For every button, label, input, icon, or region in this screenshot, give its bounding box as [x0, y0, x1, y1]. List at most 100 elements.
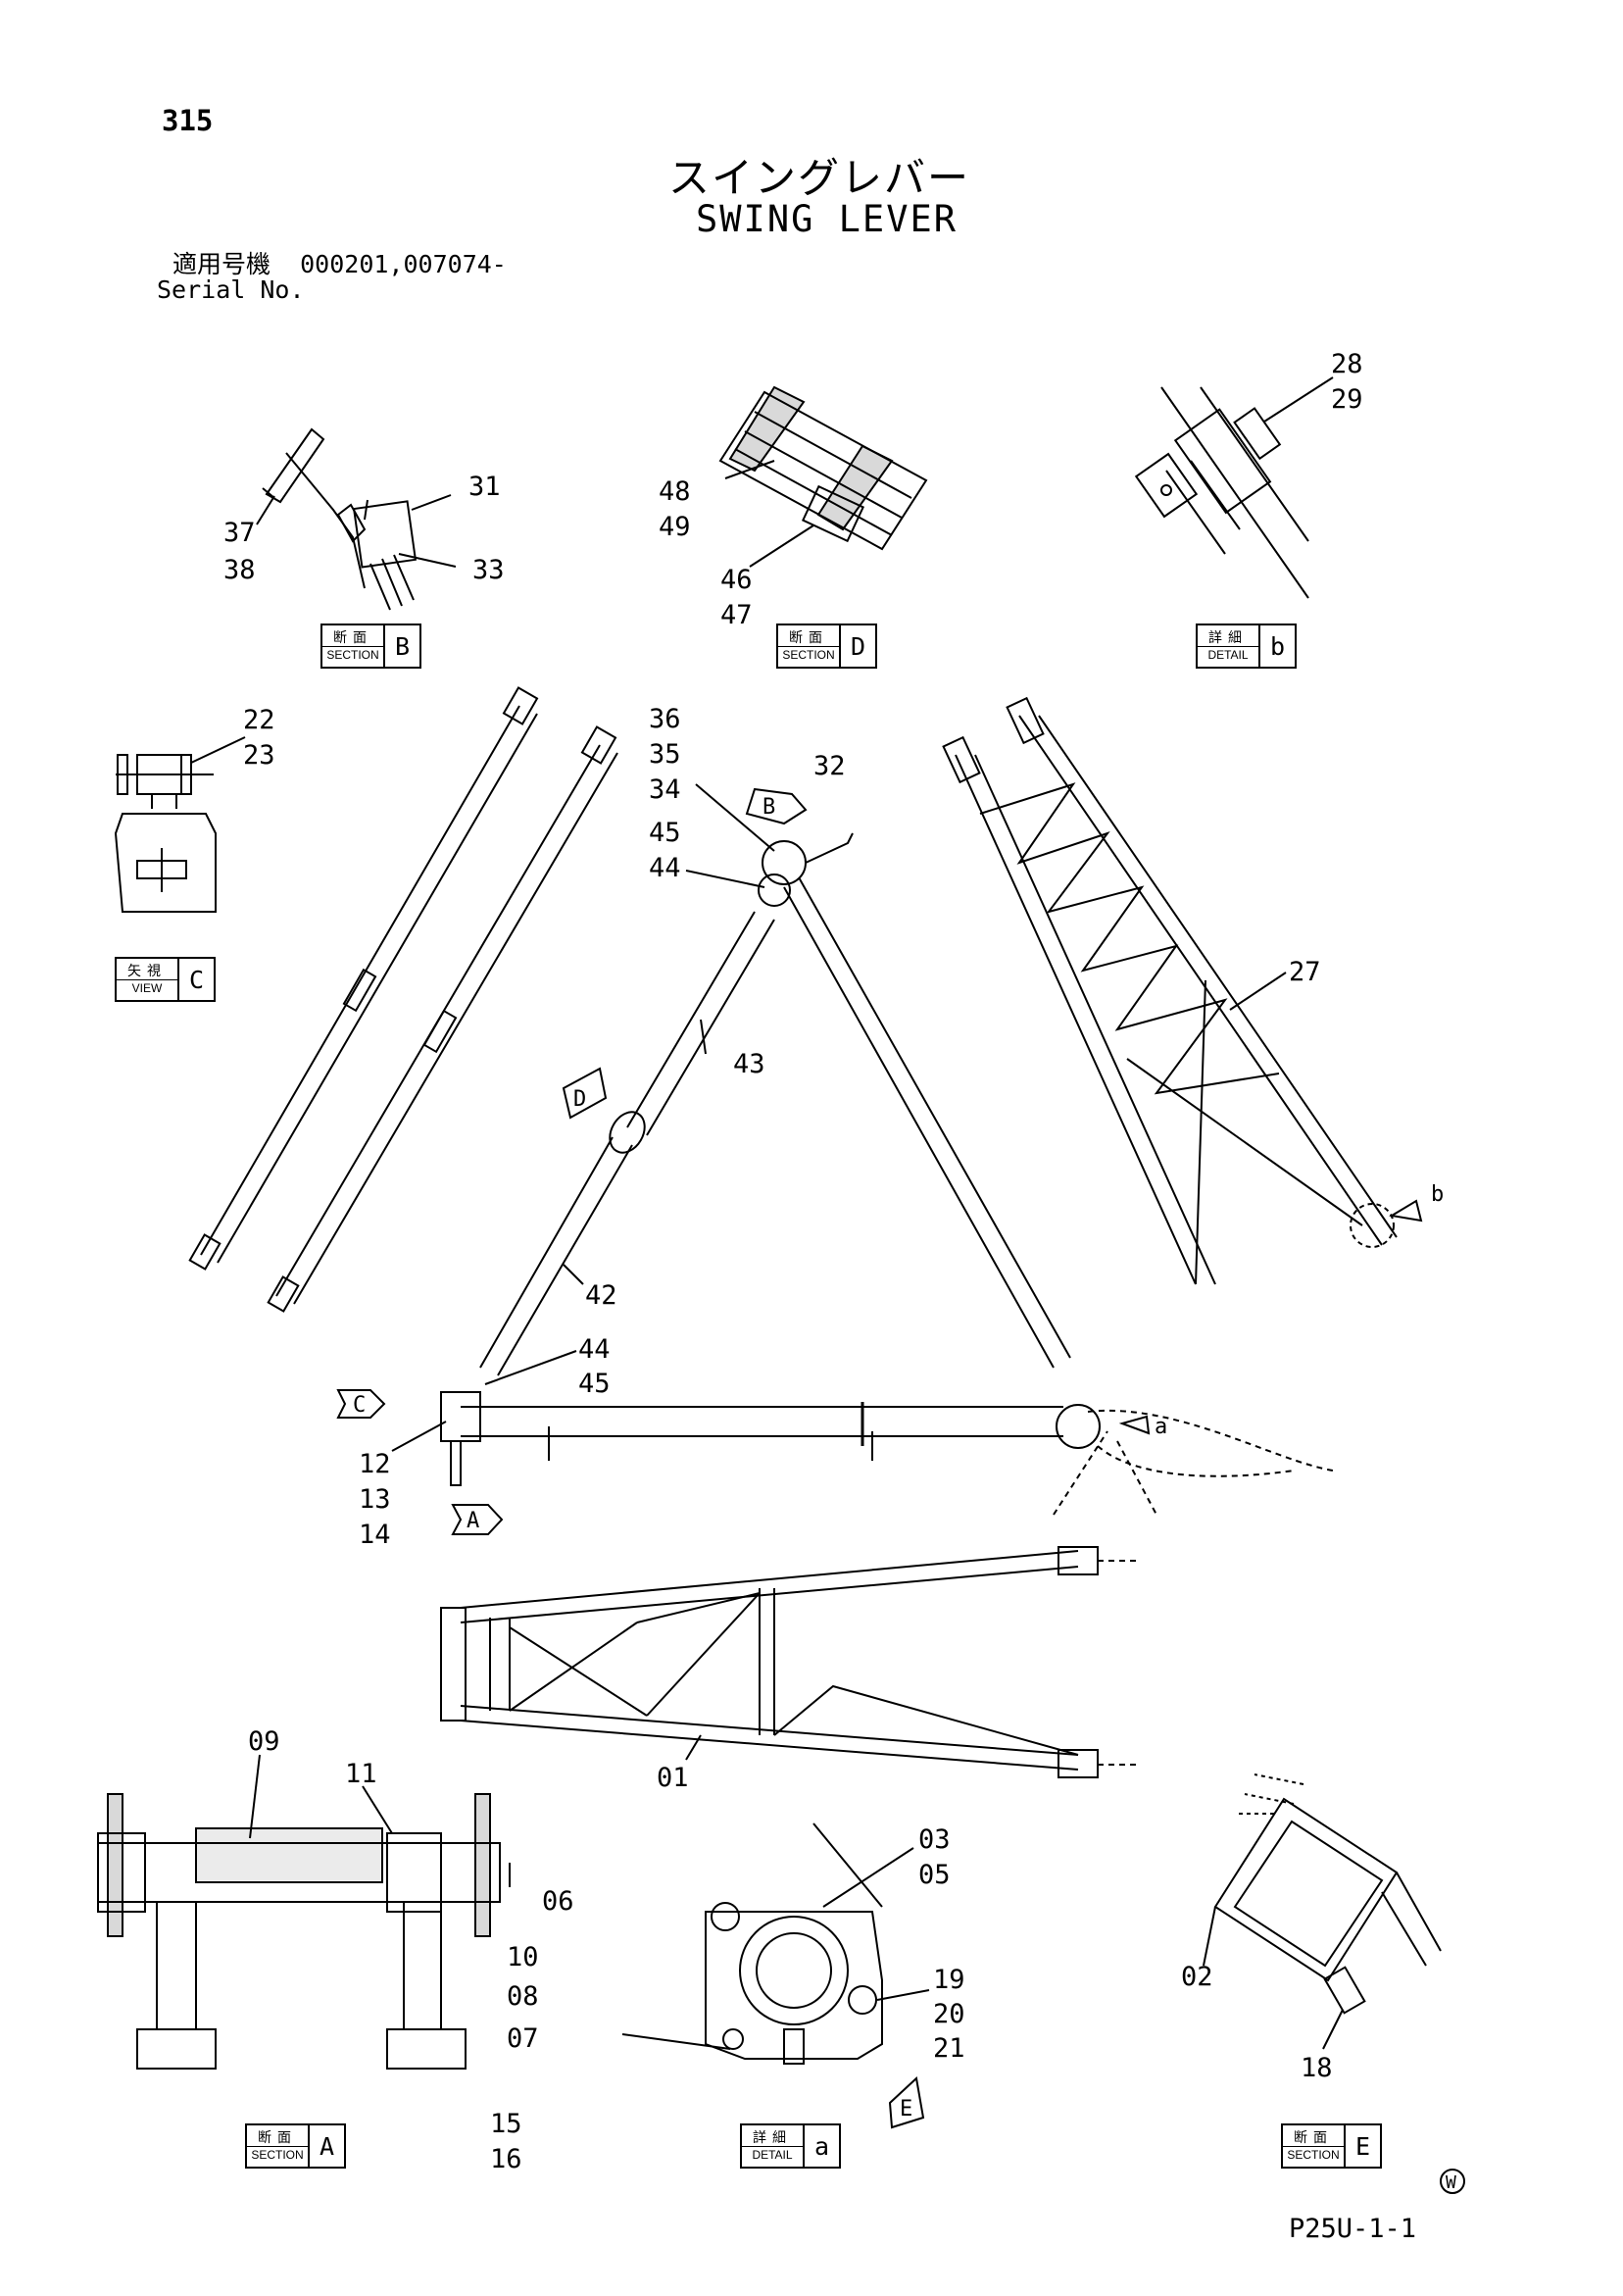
- tag-sub: SECTION: [247, 2145, 308, 2163]
- drawing-code: P25U-1-1: [1289, 2214, 1417, 2244]
- tag-kanji: 矢視: [127, 963, 167, 979]
- w-mark-letter: W: [1446, 2172, 1456, 2193]
- tag-kanji: 断面: [333, 629, 372, 646]
- arrow-marker-small-a: a: [1118, 1415, 1167, 1439]
- serial-label-jp: 適用号機 000201,007074-: [172, 251, 507, 278]
- frame-01-illustration: [440, 1546, 1137, 1778]
- serial-jp: 適用号機: [172, 250, 271, 278]
- svg-text:C: C: [353, 1393, 366, 1418]
- a-label-20: 20: [933, 1999, 965, 2029]
- section-a-illustration: [97, 1793, 511, 2070]
- s-label-07: 07: [507, 2023, 539, 2054]
- title-english: SWING LEVER: [696, 198, 959, 240]
- m-label-12: 12: [359, 1449, 391, 1479]
- svg-text:B: B: [762, 795, 775, 820]
- tag-sub: SECTION: [322, 645, 383, 663]
- detail-b-illustration: [1134, 376, 1334, 599]
- a-label-19: 19: [933, 1965, 965, 1995]
- section-d-illustration: [718, 385, 928, 568]
- tag-letter: a: [814, 2131, 830, 2161]
- m-label-45a: 45: [649, 818, 681, 848]
- f-label-01: 01: [657, 1763, 689, 1793]
- serial-numbers: 000201,007074-: [300, 250, 507, 278]
- svg-text:E: E: [900, 2097, 912, 2121]
- s-label-15: 15: [490, 2109, 522, 2139]
- arrow-marker-b: B: [745, 787, 808, 825]
- title-japanese: スイングレバー: [668, 154, 971, 202]
- s-label-11: 11: [345, 1759, 377, 1789]
- tag-sub: DETAIL: [742, 2145, 803, 2163]
- arrow-marker-small-b: b: [1389, 1182, 1444, 1223]
- e-label-28: 28: [1331, 349, 1363, 379]
- tag-letter: B: [395, 631, 411, 661]
- b-label-37: 37: [223, 518, 256, 548]
- tag-sub: VIEW: [117, 978, 177, 996]
- serial-label-en: Serial No.: [157, 275, 305, 304]
- m-label-42: 42: [585, 1280, 617, 1311]
- m-label-27: 27: [1289, 957, 1321, 987]
- svg-text:A: A: [467, 1509, 479, 1533]
- tag-letter: C: [189, 965, 205, 994]
- b-label-38: 38: [223, 555, 256, 585]
- arrow-marker-c: C: [336, 1389, 386, 1419]
- d-label-49: 49: [659, 512, 691, 542]
- tag-letter: A: [320, 2131, 335, 2161]
- d-label-47: 47: [720, 600, 753, 630]
- lattice-frame-illustration: [942, 696, 1398, 1285]
- swing-lever-main-illustration: [440, 832, 1334, 1516]
- d-label-48: 48: [659, 476, 691, 507]
- m-label-44b: 44: [578, 1334, 611, 1365]
- tag-kanji: 断面: [789, 629, 828, 646]
- arrow-marker-d: D: [562, 1067, 608, 1120]
- tag-letter: b: [1270, 631, 1286, 661]
- tag-sub: SECTION: [1283, 2145, 1344, 2163]
- m-label-43: 43: [733, 1049, 765, 1079]
- d-label-46: 46: [720, 565, 753, 595]
- m-label-44a: 44: [649, 853, 681, 883]
- b-label-31: 31: [468, 472, 501, 502]
- arrow-marker-a: A: [451, 1504, 504, 1535]
- m-label-45b: 45: [578, 1369, 611, 1399]
- w-mark-circle: [1440, 2169, 1465, 2194]
- s-label-06: 06: [542, 1886, 574, 1917]
- m-label-32: 32: [813, 751, 846, 781]
- m-label-35: 35: [649, 739, 681, 770]
- svg-text:D: D: [573, 1087, 586, 1112]
- tag-sub: DETAIL: [1198, 645, 1258, 663]
- s-label-08: 08: [507, 1981, 539, 2012]
- c-label-23: 23: [243, 740, 275, 771]
- tag-kanji: 詳細: [753, 2129, 792, 2146]
- section-b-illustration: [262, 427, 457, 611]
- tag-sub: SECTION: [778, 645, 839, 663]
- s-label-09: 09: [248, 1726, 280, 1757]
- e-label-18: 18: [1301, 2053, 1333, 2083]
- e-label-02: 02: [1181, 1962, 1213, 1992]
- s-label-16: 16: [490, 2144, 522, 2174]
- tag-kanji: 断面: [1294, 2129, 1333, 2146]
- arrow-marker-e: E: [888, 2076, 925, 2129]
- c-label-22: 22: [243, 705, 275, 735]
- tag-letter: E: [1355, 2131, 1371, 2161]
- view-c-illustration: [114, 736, 246, 913]
- a-label-05: 05: [918, 1860, 951, 1890]
- e-label-29: 29: [1331, 384, 1363, 415]
- tag-kanji: 詳細: [1208, 629, 1248, 646]
- page-number: 315: [162, 104, 214, 137]
- tag-kanji: 断面: [258, 2129, 297, 2146]
- detail-a-illustration: [621, 1822, 883, 2065]
- m-label-36: 36: [649, 704, 681, 734]
- a-label-21: 21: [933, 2033, 965, 2064]
- m-label-14: 14: [359, 1520, 391, 1550]
- svg-text:b: b: [1431, 1182, 1444, 1207]
- tag-letter: D: [851, 631, 866, 661]
- a-label-03: 03: [918, 1824, 951, 1855]
- s-label-10: 10: [507, 1942, 539, 1972]
